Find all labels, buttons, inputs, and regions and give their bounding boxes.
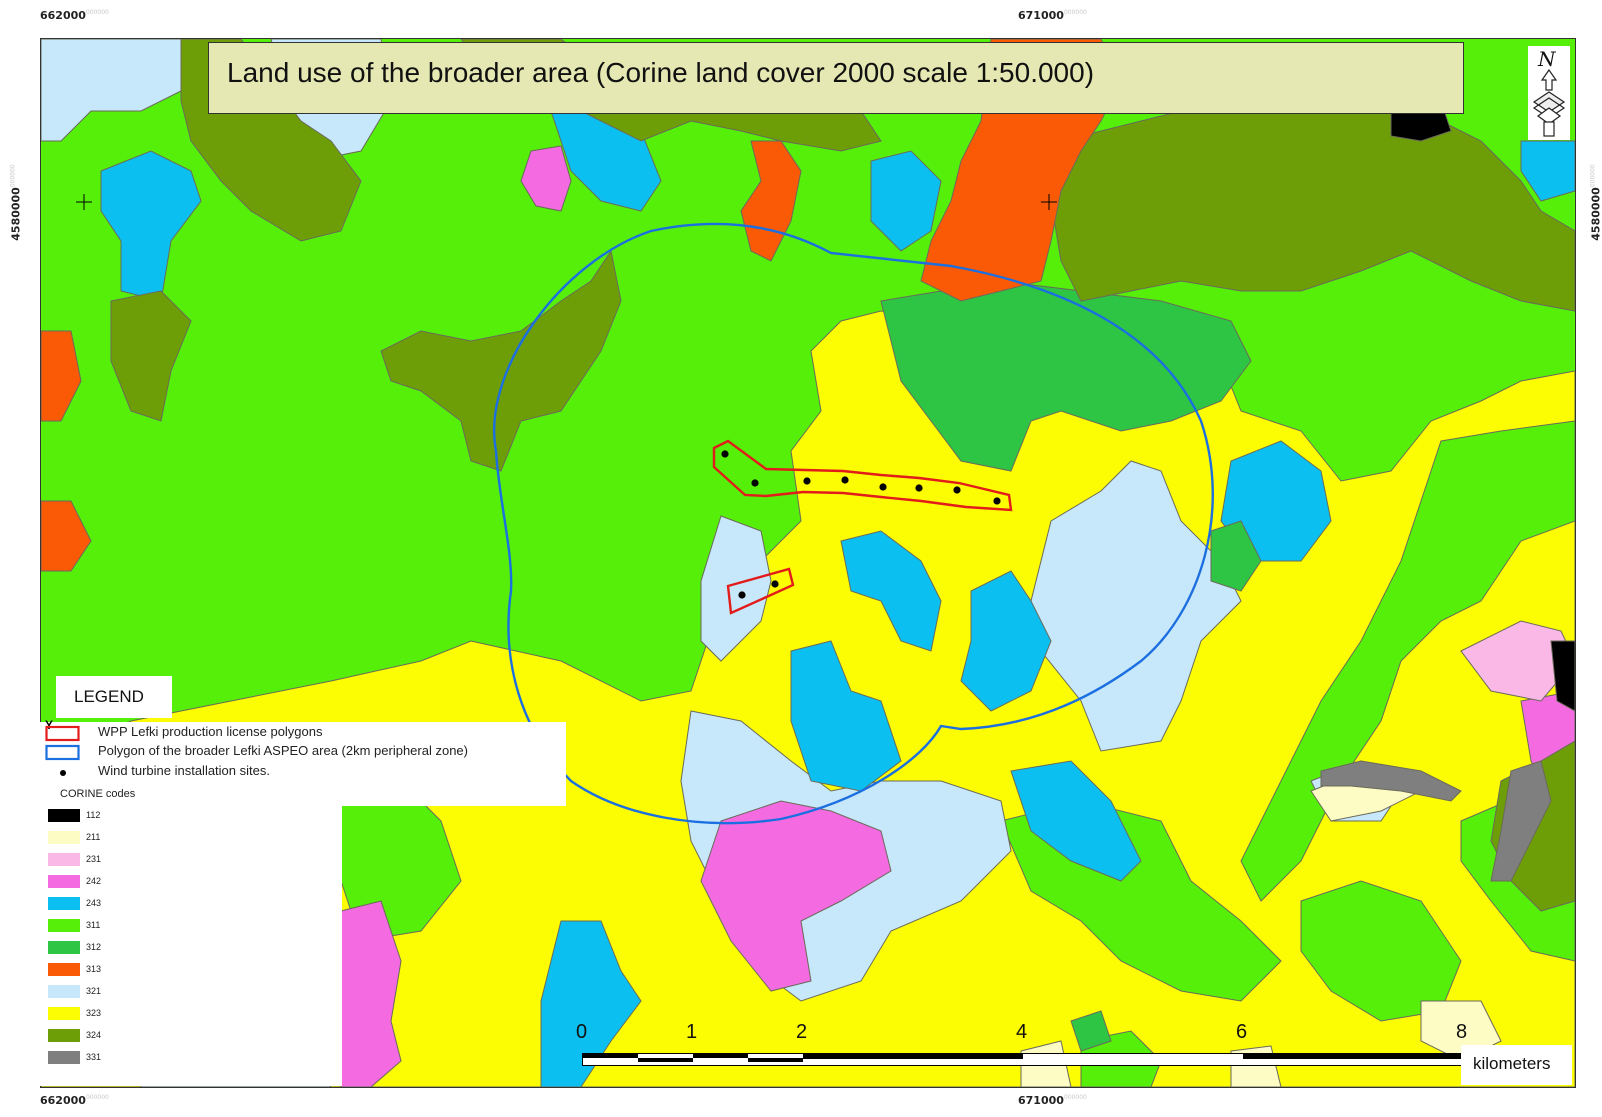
- swatch-242: [48, 875, 80, 888]
- swatch-243: [48, 897, 80, 910]
- turbine-site-6[interactable]: [915, 484, 923, 492]
- zone-231-east: [1460, 620, 1575, 702]
- license-polygon-north: [712, 439, 1013, 512]
- legend-stray-glyph: Y: [45, 718, 54, 732]
- turbine-site-3[interactable]: [803, 477, 811, 485]
- grid-label-x-left-bottom: 662000000000: [40, 1094, 109, 1107]
- map-title-box: Land use of the broader area (Corine lan…: [208, 42, 1464, 114]
- legend-heading: LEGEND: [74, 687, 144, 706]
- blue-outline-rectangle-icon: [45, 744, 80, 761]
- scale-label-8: 8: [1456, 1021, 1468, 1043]
- legend-header: LEGEND: [56, 676, 172, 718]
- swatch-324: [48, 1029, 80, 1042]
- black-dot-icon: [60, 770, 66, 776]
- swatch-231: [48, 853, 80, 866]
- map-title: Land use of the broader area (Corine lan…: [227, 57, 1095, 88]
- zone-243-north-2: [870, 150, 942, 252]
- turbine-site-2[interactable]: [751, 479, 759, 487]
- zone-243-northwest: [100, 150, 202, 302]
- zone-243-center-2: [790, 640, 902, 792]
- turbine-site-10[interactable]: [771, 580, 779, 588]
- turbine-site-8[interactable]: [993, 497, 1001, 505]
- scale-label-0: 0: [576, 1021, 588, 1043]
- zone-242-southwest: [340, 900, 402, 1087]
- turbine-site-5[interactable]: [879, 483, 887, 491]
- red-outline-rectangle-icon: [45, 725, 80, 742]
- turbine-sites: [721, 450, 1001, 599]
- grid-label-y-right: 4580000000000: [1589, 164, 1602, 241]
- swatch-321: [48, 985, 80, 998]
- grid-label-y-left: 4580000000000: [9, 164, 23, 241]
- north-letter: N: [1537, 47, 1557, 71]
- zone-331-east-1: [1320, 760, 1462, 802]
- swatch-311: [48, 919, 80, 932]
- zone-312-north: [880, 280, 1252, 472]
- zone-112-east: [1550, 640, 1575, 712]
- turbine-site-7[interactable]: [953, 486, 961, 494]
- zone-313-north-2: [740, 140, 802, 262]
- zone-242-north: [520, 145, 572, 212]
- north-arrow: N: [1528, 46, 1570, 140]
- scale-label-4: 4: [1016, 1021, 1028, 1043]
- license-polygon-south: [726, 567, 795, 615]
- scale-label-2: 2: [796, 1021, 808, 1043]
- zone-321-west-strip: [700, 515, 772, 662]
- zone-243-southwest: [540, 920, 642, 1087]
- zone-324-west: [110, 290, 192, 422]
- scale-bar: [582, 1053, 1463, 1066]
- zone-312-east: [1210, 520, 1262, 592]
- swatch-331: [48, 1051, 80, 1064]
- zone-324-central: [380, 249, 622, 472]
- grid-label-x-right-top: 671000000000: [1018, 9, 1087, 22]
- turbine-site-9[interactable]: [738, 591, 746, 599]
- scale-label-1: 1: [686, 1021, 698, 1043]
- scale-unit: kilometers: [1473, 1054, 1551, 1073]
- zone-321-northwest: [41, 39, 192, 142]
- zone-321-east: [1030, 460, 1242, 752]
- turbine-site-4[interactable]: [841, 476, 849, 484]
- zone-312-south: [1070, 1010, 1112, 1052]
- legend-panel: Y WPP Lefki production license polygons …: [40, 718, 566, 806]
- corine-codes-title: CORINE codes: [60, 788, 136, 800]
- swatch-312: [48, 941, 80, 954]
- swatch-112: [48, 809, 80, 822]
- zone-313-west-1: [41, 330, 82, 422]
- zone-331-east-2: [1490, 760, 1552, 882]
- north-arrow-icon: N: [1532, 47, 1566, 137]
- zone-243-northeast: [1520, 140, 1575, 202]
- zone-242-south-center: [700, 800, 892, 992]
- zone-243-center-1: [840, 530, 942, 652]
- turbine-site-1[interactable]: [721, 450, 729, 458]
- scale-label-6: 6: [1236, 1021, 1248, 1043]
- swatch-313: [48, 963, 80, 976]
- swatch-323: [48, 1007, 80, 1020]
- swatch-211: [48, 831, 80, 844]
- zone-243-center-3: [960, 570, 1052, 712]
- corine-codes-panel: 112 211 231 242 243 311 312 313 321 323 …: [40, 806, 342, 1086]
- scale-unit-box: kilometers: [1461, 1045, 1572, 1085]
- grid-label-x-right-bottom: 671000000000: [1018, 1094, 1087, 1107]
- zone-243-south: [1010, 760, 1142, 882]
- grid-label-x-left-top: 662000000000: [40, 9, 109, 22]
- zone-313-west-2: [41, 500, 92, 572]
